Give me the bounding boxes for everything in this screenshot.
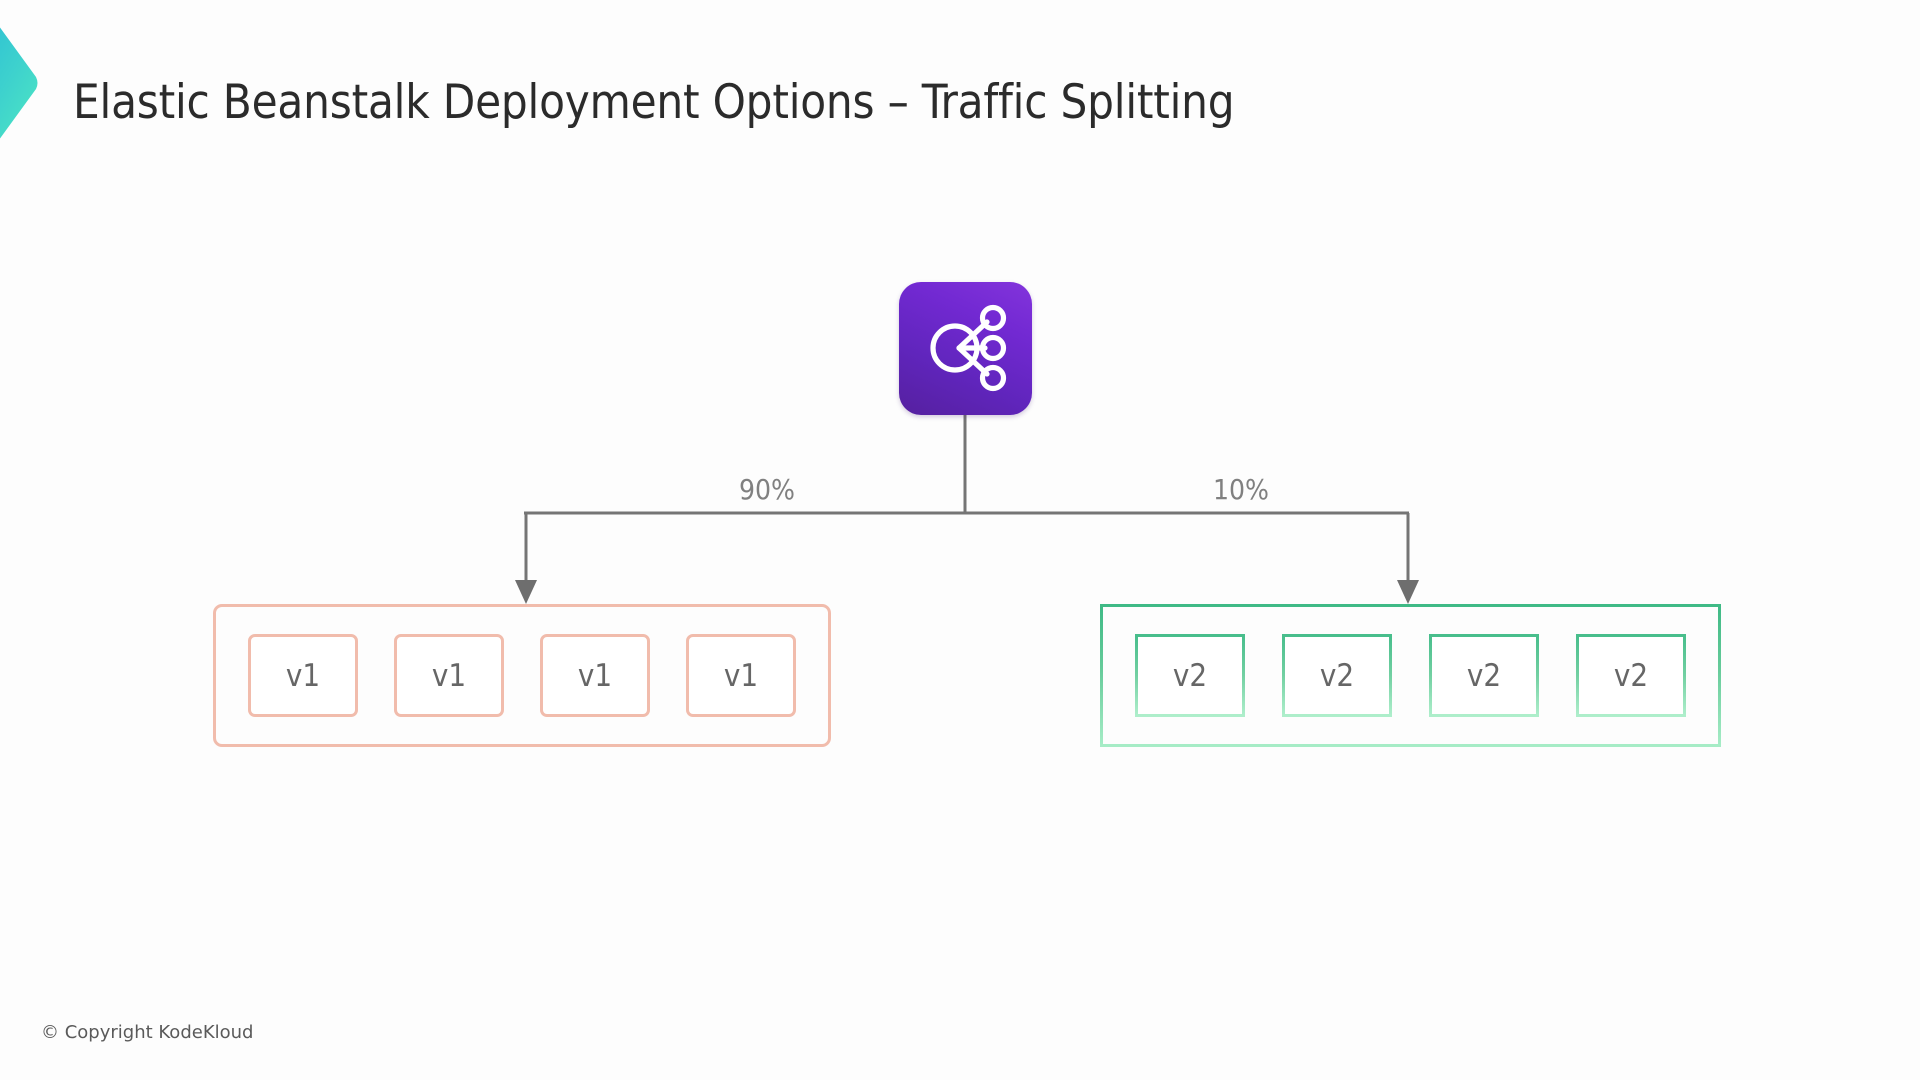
- network-nodes-icon: [930, 304, 1007, 392]
- instance-box[interactable]: v1: [248, 634, 358, 717]
- split-label-right: 10%: [1213, 473, 1269, 506]
- v1-instance-group: v1 v1 v1 v1: [213, 604, 831, 747]
- instance-box[interactable]: v2: [1135, 634, 1245, 717]
- instance-box[interactable]: v2: [1576, 634, 1686, 717]
- instance-box[interactable]: v1: [540, 634, 650, 717]
- instance-box[interactable]: v2: [1429, 634, 1539, 717]
- instance-box[interactable]: v2: [1282, 634, 1392, 717]
- page-title: Elastic Beanstalk Deployment Options – T…: [73, 75, 1235, 130]
- instance-box[interactable]: v1: [686, 634, 796, 717]
- split-label-left: 90%: [739, 473, 795, 506]
- v2-instance-group: v2 v2 v2 v2: [1100, 604, 1721, 747]
- instance-box[interactable]: v1: [394, 634, 504, 717]
- footer-copyright: © Copyright KodeKloud: [41, 1022, 254, 1043]
- chevron-logo-icon: [0, 22, 38, 144]
- load-balancer-tile[interactable]: [899, 282, 1032, 415]
